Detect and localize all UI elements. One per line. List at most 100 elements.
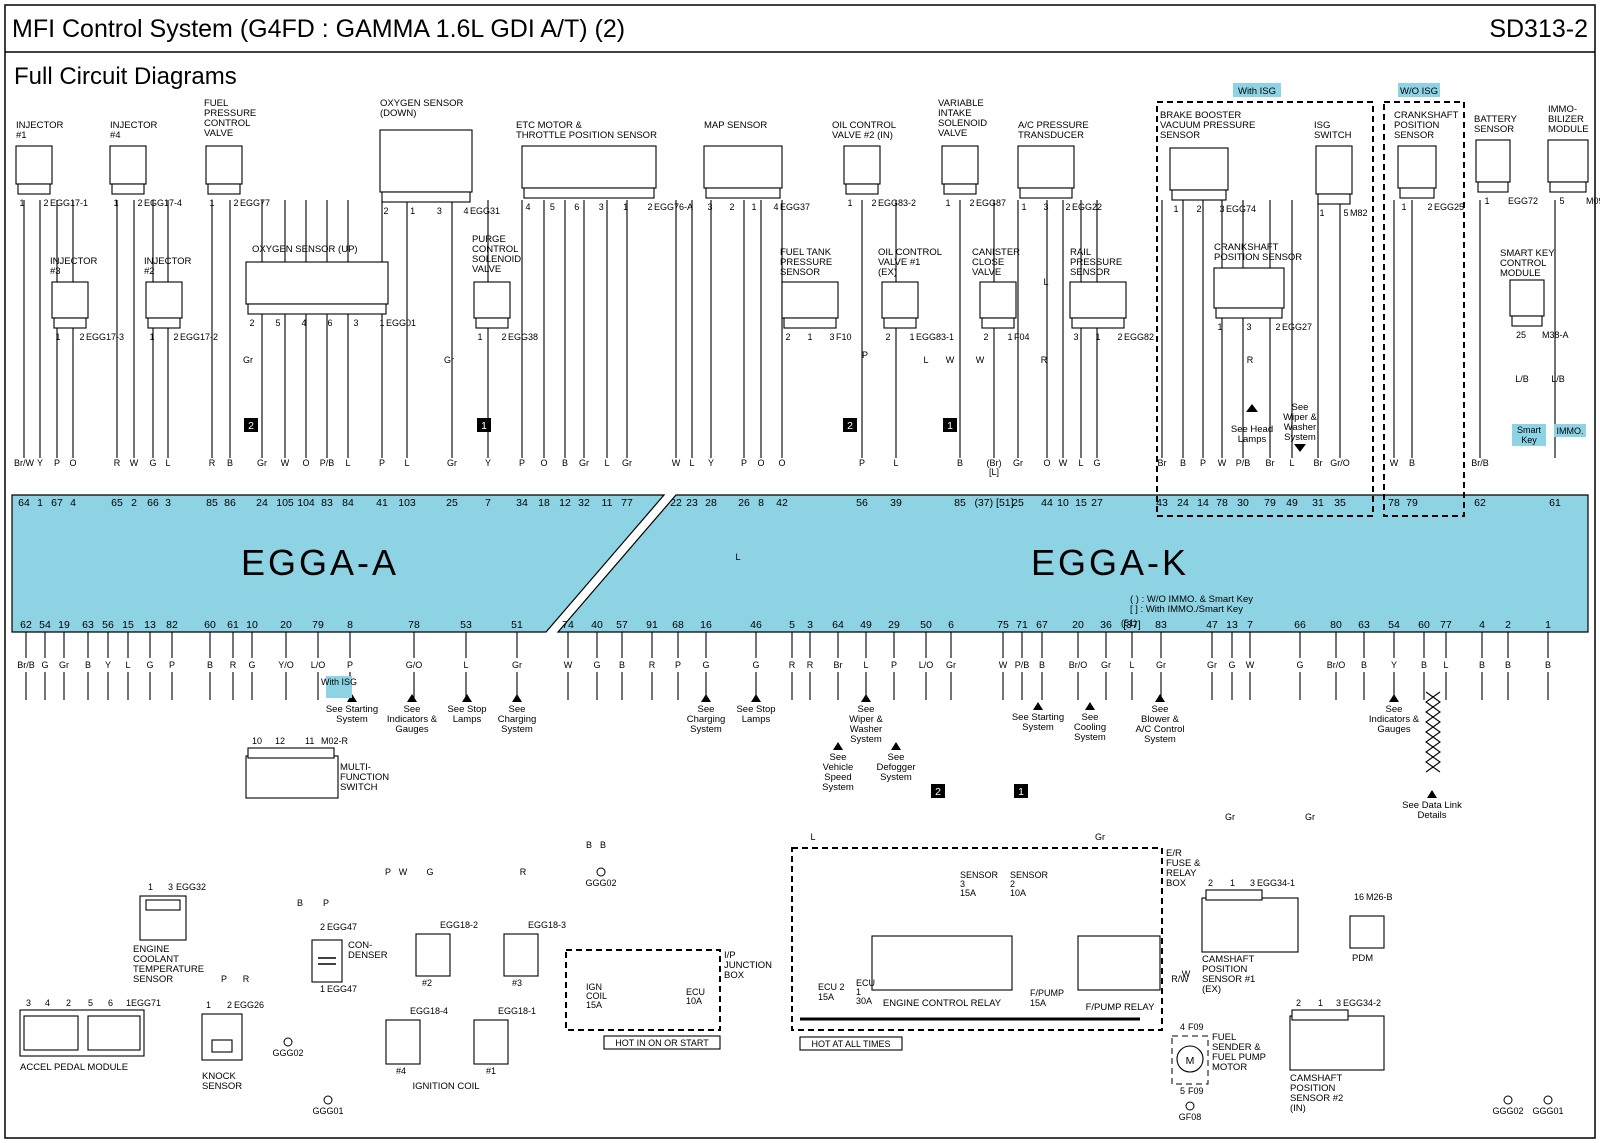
ref-text: System xyxy=(880,772,912,783)
top-component-body xyxy=(941,145,979,185)
mid-component-pin: 5 xyxy=(275,318,280,328)
wire-color-label: W xyxy=(399,867,408,877)
marker-2-b: 2 xyxy=(847,420,853,432)
data-link-twisted-pair xyxy=(1425,691,1441,773)
top-component-conn: EGG22 xyxy=(1072,202,1102,212)
top-pin-color: Gr xyxy=(447,458,457,468)
bottom-pin-number: 54 xyxy=(39,619,51,631)
wire-lb-2: L/B xyxy=(1551,374,1565,384)
top-pin-number: 25 xyxy=(1012,497,1024,509)
ground-symbol xyxy=(596,867,606,877)
ip-box-label-2: JUNCTION xyxy=(724,960,772,971)
ground-label: GGG02 xyxy=(272,1048,303,1058)
mid-component-pin: 1 xyxy=(1217,322,1222,332)
pump-label-4: MOTOR xyxy=(1212,1062,1247,1073)
top-pin-color: P xyxy=(859,458,865,468)
top-component-body xyxy=(1475,139,1511,183)
bottom-pin-number: 79 xyxy=(312,619,324,631)
top-component-label: IMMO- xyxy=(1548,104,1577,115)
top-component-conn: EGG37 xyxy=(780,202,810,212)
mid-component-body xyxy=(1509,279,1545,317)
top-component-label: A/C PRESSURE xyxy=(1018,120,1089,131)
mid-component-pin: 6 xyxy=(327,318,332,328)
wire-color-label: B xyxy=(586,840,592,850)
er-box-label-3: RELAY xyxy=(1166,868,1197,879)
er-fuse-ecu2-1: ECU 2 xyxy=(818,982,845,992)
wire-color-label: W xyxy=(946,355,955,365)
mid-component-conn: F04 xyxy=(1014,332,1030,342)
mid-component-label: CLOSE xyxy=(972,257,1004,268)
coil-num-2: #2 xyxy=(422,978,432,988)
ref-arrow xyxy=(751,694,761,702)
top-pin-number: 44 xyxy=(1041,497,1053,509)
bottom-pin-number: 64 xyxy=(832,619,844,631)
bottom-pin-color: B xyxy=(85,660,91,670)
top-component-conn: M82 xyxy=(1350,208,1368,218)
mid-component-pin: 2 xyxy=(1117,332,1122,342)
mid-component-pin: 1 xyxy=(1007,332,1012,342)
top-component-pin: 1 xyxy=(113,198,118,208)
ref-text: See xyxy=(858,704,875,715)
top-pin-number: 43 xyxy=(1156,497,1168,509)
ecu-bottom-pins: 62Br/B54G19Gr63B56Y15L13G82P60B61R10G20Y… xyxy=(17,619,1551,670)
bottom-pin-color: W xyxy=(1246,660,1255,670)
ref-wiper-4: System xyxy=(1284,432,1316,443)
ip-junction-box: I/P JUNCTION BOX IGN COIL 15A ECU 10A HO… xyxy=(565,949,772,1050)
wire-color-label: Gr xyxy=(444,355,454,365)
mid-component-conn: EGG82 xyxy=(1124,332,1154,342)
bottom-pin-number: 60 xyxy=(204,619,216,631)
bottom-pin-number: 82 xyxy=(166,619,178,631)
top-pin-color: L xyxy=(404,458,409,468)
with-isg-small-tag xyxy=(326,676,352,698)
ref-text: System xyxy=(822,782,854,793)
mid-component-pin: 2 xyxy=(79,332,84,342)
top-component-label: SOLENOID xyxy=(938,118,987,129)
top-component-label: BRAKE BOOSTER xyxy=(1160,110,1241,121)
top-component-label: BILIZER xyxy=(1548,114,1584,125)
condenser: 2 EGG47 1 EGG47 CON- DENSER xyxy=(311,922,388,994)
er-hot-label: HOT AT ALL TIMES xyxy=(811,1039,890,1049)
ref-arrow xyxy=(861,694,871,702)
bottom-pin-number: 3 xyxy=(807,619,813,631)
ground-symbol xyxy=(283,1037,293,1047)
mid-component-label: VALVE #1 xyxy=(878,257,920,268)
top-pin-number: 86 xyxy=(224,497,236,509)
marker-2-a: 2 xyxy=(248,420,254,432)
ref-immo: IMMO. xyxy=(1557,426,1584,436)
top-pin-color: G xyxy=(1093,458,1100,468)
condenser-pin-2: 2 xyxy=(320,922,325,932)
top-pin-color: O xyxy=(778,458,785,468)
ref-text: System xyxy=(1074,732,1106,743)
ref-text: See xyxy=(404,704,421,715)
mid-component-label: FUEL TANK xyxy=(780,247,832,258)
coil-num-4: #4 xyxy=(396,1066,406,1076)
wo-isg-label: W/O ISG xyxy=(1400,86,1438,97)
ip-fuse1-3: 15A xyxy=(586,1000,602,1010)
ref-text: Charging xyxy=(687,714,726,725)
ref-text: Blower & xyxy=(1141,714,1180,725)
top-pin-number: 85 xyxy=(206,497,218,509)
mid-component-label: VALVE xyxy=(972,267,1001,278)
top-component-label: VALVE xyxy=(204,128,233,139)
top-pin-number: 41 xyxy=(376,497,388,509)
wire-color-label: B xyxy=(600,840,606,850)
top-pin-number: 39 xyxy=(890,497,902,509)
top-component-body xyxy=(379,129,473,193)
top-component-conn: M09 xyxy=(1586,196,1600,206)
top-pin-number: 31 xyxy=(1312,497,1324,509)
top-pin-number: 84 xyxy=(342,497,354,509)
top-component-conn: EGG17-1 xyxy=(50,198,88,208)
top-component-pin: 1 xyxy=(410,206,415,216)
bottom-pin-number: 47 xyxy=(1206,619,1218,631)
bottom-pin-number: 15 xyxy=(122,619,134,631)
bottom-pin-number: 20 xyxy=(280,619,292,631)
ground-label: GGG02 xyxy=(585,878,616,888)
bottom-pin-number: 36 xyxy=(1100,619,1112,631)
top-pin-color: Gr xyxy=(622,458,632,468)
engine-coolant-sensor: 1 3 EGG32 ENGINE COOLANT TEMPERATURE SEN… xyxy=(133,882,206,985)
mid-component-connector xyxy=(247,303,387,315)
top-pin-number: 18 xyxy=(538,497,550,509)
pump-pin-5: 5 xyxy=(1180,1086,1185,1096)
mid-component-connector xyxy=(53,317,87,329)
wire-color-label: R xyxy=(243,974,250,984)
